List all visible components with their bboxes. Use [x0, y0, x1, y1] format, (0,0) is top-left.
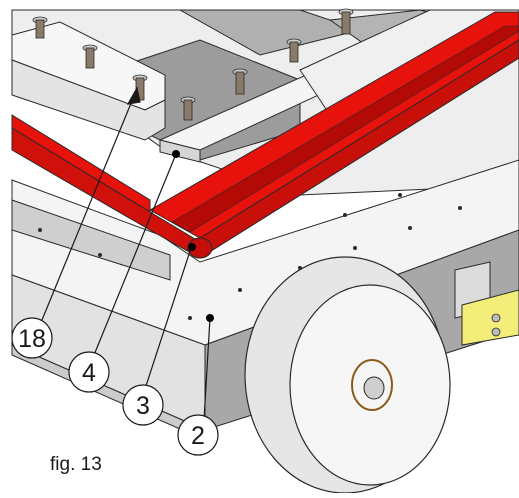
rail-long-groove [171, 25, 519, 233]
plate-diagonal-edge [159, 139, 201, 163]
bolts [32, 8, 354, 121]
callout-18-label: 18 [18, 325, 46, 353]
leader-dot-2 [206, 314, 214, 322]
leader-4 [93, 153, 177, 356]
leader-lines [41, 86, 211, 421]
bolt [180, 96, 196, 121]
callouts: 18 4 3 2 [11, 317, 219, 456]
base-plate-inner-slot [11, 199, 171, 281]
callout-2: 2 [177, 414, 219, 456]
bolt [286, 38, 302, 63]
callout-4: 4 [68, 351, 110, 393]
plate-holes [38, 193, 462, 320]
bolt [232, 68, 248, 95]
leader-3 [143, 247, 192, 393]
callout-2-label: 2 [191, 422, 205, 450]
red-rail [11, 11, 519, 259]
leader-18 [41, 95, 135, 321]
bolt [32, 16, 48, 39]
leader-2 [203, 317, 211, 421]
bracket-body [461, 289, 519, 346]
wheel-hub-ring [351, 359, 393, 411]
leader-dot-4 [172, 150, 180, 158]
plate-lower [11, 59, 166, 141]
bracket-bolt [491, 313, 501, 323]
callout-3: 3 [122, 384, 164, 426]
wheel-hub [363, 376, 385, 400]
wheel [244, 256, 451, 494]
rail-end-cap [187, 237, 213, 259]
bolt [338, 8, 354, 35]
leader-dot-3 [188, 243, 196, 251]
bolt [82, 44, 98, 69]
callout-18: 18 [11, 317, 53, 359]
callout-3-label: 3 [136, 392, 150, 420]
arrowhead-18 [126, 86, 141, 105]
bracket-bolt [491, 327, 501, 337]
callout-4-label: 4 [82, 359, 96, 387]
yellow-bracket [454, 261, 519, 346]
leader-dots [172, 150, 214, 322]
figure-caption: fig. 13 [50, 454, 102, 475]
bolt [132, 74, 148, 101]
